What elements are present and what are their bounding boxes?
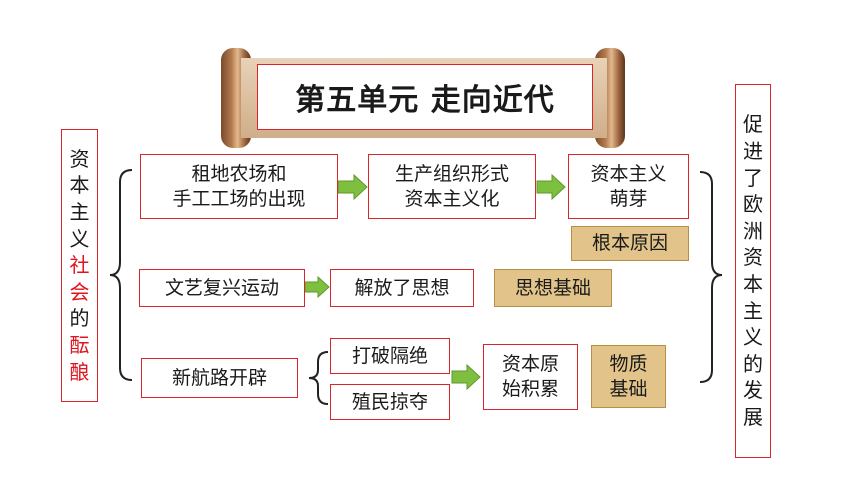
box-colonial-plunder: 殖民掠夺 [330,384,450,420]
box-production-capitalized: 生产组织形式 资本主义化 [368,154,536,219]
right-label-char: 展 [743,404,763,429]
box-primitive-accumulation: 资本原 始积累 [483,344,578,410]
left-label-char: 社 [69,253,90,278]
left-label-char: 会 [69,279,90,304]
right-label-char: 的 [743,351,763,376]
left-brace [109,169,133,381]
right-label-char: 促 [743,112,763,137]
left-label-char: 义 [69,226,90,251]
tag-material-basis: 物质 基础 [591,345,666,408]
tag-root-cause: 根本原因 [571,226,689,261]
left-label-char: 本 [69,173,90,198]
box-break-isolation: 打破隔绝 [330,338,450,374]
right-label-char: 义 [743,325,763,350]
left-label-char: 的 [69,306,90,331]
right-label-char: 了 [743,165,763,190]
arrow-row1-b [536,173,566,201]
left-label-char: 资 [69,146,90,171]
right-label-char: 发 [743,378,763,403]
box-new-sea-routes: 新航路开辟 [141,358,298,398]
arrow-row2 [304,275,330,299]
right-brace [699,171,723,383]
right-label-char: 本 [743,272,763,296]
box-capitalism-sprouts: 资本主义 萌芽 [568,154,689,219]
left-label-char: 酝 [69,332,90,357]
right-label-char: 欧 [743,192,763,217]
left-label-char: 主 [69,200,90,225]
tag-ideological-basis: 思想基础 [494,269,612,307]
left-label-char: 酿 [69,359,90,384]
right-label-char: 洲 [743,218,763,243]
right-label-char: 进 [743,139,763,164]
right-vertical-label: 促进了欧洲资本主义的发展 [735,84,771,458]
left-vertical-label: 资本主义社会的酝酿 [61,129,98,402]
box-farms-workshops: 租地农场和 手工工场的出现 [140,154,338,219]
unit-title: 第五单元 走向近代 [257,64,593,130]
right-label-char: 资 [743,245,763,270]
row3-brace [308,351,329,405]
right-label-char: 主 [743,298,763,323]
arrow-row1-a [337,173,368,201]
box-liberated-thought: 解放了思想 [330,269,474,307]
box-renaissance: 文艺复兴运动 [139,269,305,307]
arrow-row3 [451,363,481,391]
